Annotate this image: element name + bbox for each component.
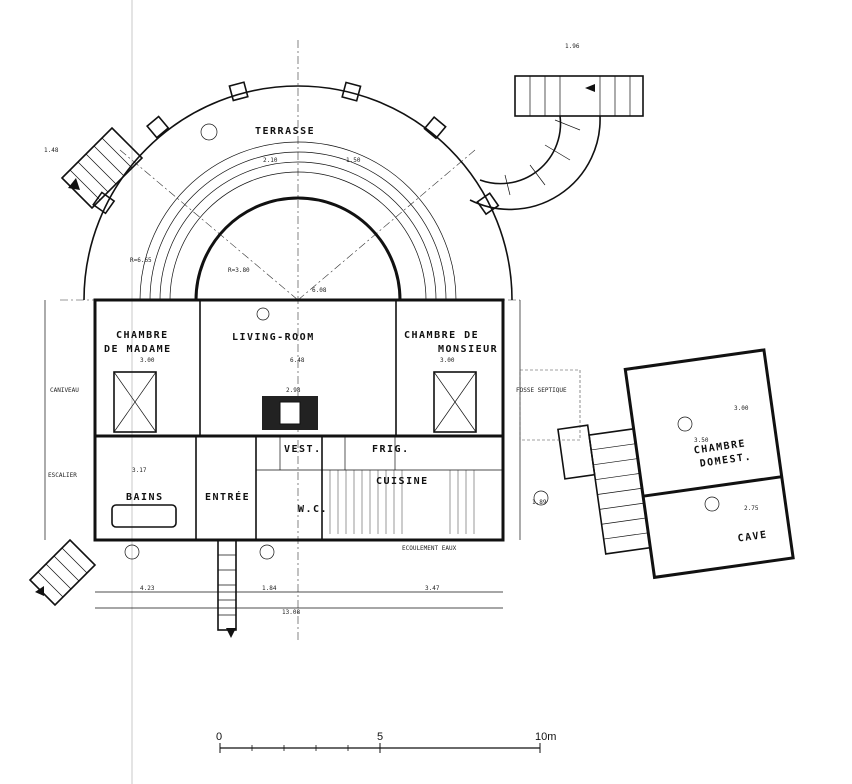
note-escalier: ESCALIER — [48, 472, 77, 479]
level-markers — [124, 123, 720, 560]
label-monsieur-1: CHAMBRE DE — [404, 330, 479, 341]
fireplace — [262, 396, 318, 430]
dim-living-width: 6.48 — [290, 357, 305, 364]
label-madame-2: DE MADAME — [104, 344, 172, 355]
label-wc: W.C. — [298, 504, 328, 515]
label-bains: BAINS — [126, 492, 164, 503]
dim-monsieur-width: 3.00 — [440, 357, 455, 364]
dim-width-mid: 1.84 — [262, 585, 277, 592]
stair-top-left — [60, 126, 144, 210]
beds — [113, 371, 477, 433]
bathtub — [111, 504, 177, 528]
scale-label-0: 0 — [216, 731, 222, 743]
note-fosse: FOSSE SEPTIQUE — [516, 387, 567, 394]
dim-upper-1: 1.50 — [346, 157, 361, 164]
scale-label-10: 10m — [535, 731, 556, 743]
stair-entrance — [217, 539, 237, 631]
dim-width-left: 4.23 — [140, 585, 155, 592]
dim-level-r: 1.89 — [532, 499, 547, 506]
label-living: LIVING-ROOM — [232, 332, 315, 343]
dim-radius-2: R=3.80 — [228, 267, 250, 274]
stair-bottom-left — [28, 538, 97, 607]
note-ecoulement: ECOULEMENT EAUX — [402, 545, 457, 552]
dim-entree-w: 2.98 — [286, 387, 301, 394]
label-frig: FRIG. — [372, 444, 410, 455]
annex-walls — [557, 348, 795, 580]
dim-level-tl: 1.48 — [44, 147, 59, 154]
dim-bains-w: 3.17 — [132, 467, 147, 474]
terrace-outline — [83, 85, 513, 301]
dim-upper-2: 2.10 — [263, 157, 278, 164]
dim-radius-1: R=6.65 — [130, 257, 152, 264]
label-cuisine: CUISINE — [376, 476, 429, 487]
dim-domest-h: 3.00 — [734, 405, 749, 412]
septic-outline — [519, 369, 581, 441]
kitchen-tiles — [329, 470, 475, 534]
label-vest: VEST. — [284, 444, 322, 455]
label-madame-1: CHAMBRE — [116, 330, 169, 341]
dim-madame-width: 3.00 — [140, 357, 155, 364]
label-cave: CAVE — [737, 530, 768, 545]
terrace-pillars — [92, 81, 500, 216]
stair-top-right — [469, 75, 644, 211]
scale-bar: 0 5 10m — [216, 731, 556, 753]
dim-width-right: 3.47 — [425, 585, 440, 592]
note-caniveau: CANIVEAU — [50, 387, 79, 394]
dim-total-width: 13.08 — [282, 609, 300, 616]
dim-cave-w: 2.75 — [744, 505, 759, 512]
label-terrasse: TERRASSE — [255, 126, 315, 137]
dim-mid-span: 6.08 — [312, 287, 327, 294]
dim-domest-w: 3.50 — [694, 437, 709, 444]
label-entree: ENTRÉE — [205, 490, 250, 503]
dim-level-tr: 1.96 — [565, 43, 580, 50]
arrows — [35, 84, 595, 638]
house-walls — [93, 298, 505, 542]
scale-label-5: 5 — [377, 731, 383, 743]
label-monsieur-2: MONSIEUR — [438, 344, 498, 355]
